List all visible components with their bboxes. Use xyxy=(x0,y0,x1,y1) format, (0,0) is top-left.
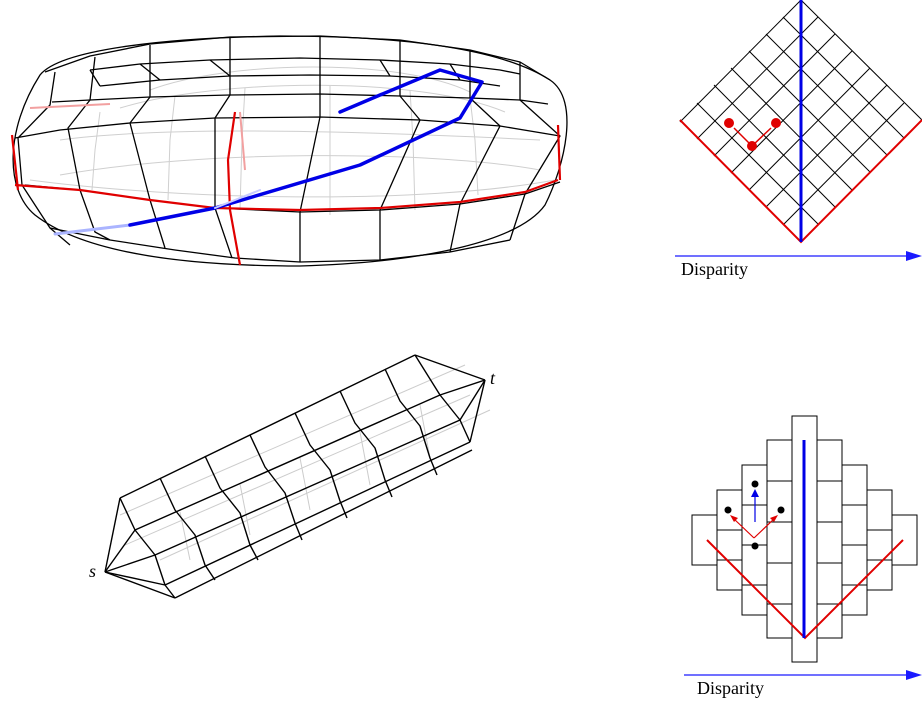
top-disparity-arrowhead xyxy=(906,251,922,261)
torus-blue-path xyxy=(53,68,484,236)
torus-red-paths xyxy=(10,111,562,266)
cylinder-mesh: s t xyxy=(89,354,496,599)
brick-diamond-panel: Disparity xyxy=(684,415,922,698)
cylinder-hidden-lines xyxy=(119,364,491,561)
torus-visible-lines xyxy=(12,35,568,267)
sink-label-t: t xyxy=(490,368,496,388)
bottom-disparity-label: Disparity xyxy=(697,678,764,698)
cylinder-visible-lines xyxy=(104,354,486,599)
diamond-red-nodes xyxy=(724,118,781,151)
bottom-disparity-arrowhead xyxy=(906,670,922,680)
top-disparity-label: Disparity xyxy=(681,259,748,279)
torus-red-faded xyxy=(29,103,246,171)
diamond-grid-panel: Disparity xyxy=(675,0,922,279)
brick-nodes xyxy=(724,480,785,550)
torus-mesh xyxy=(10,35,568,267)
brick-cells xyxy=(691,415,918,663)
source-label-s: s xyxy=(89,561,96,581)
